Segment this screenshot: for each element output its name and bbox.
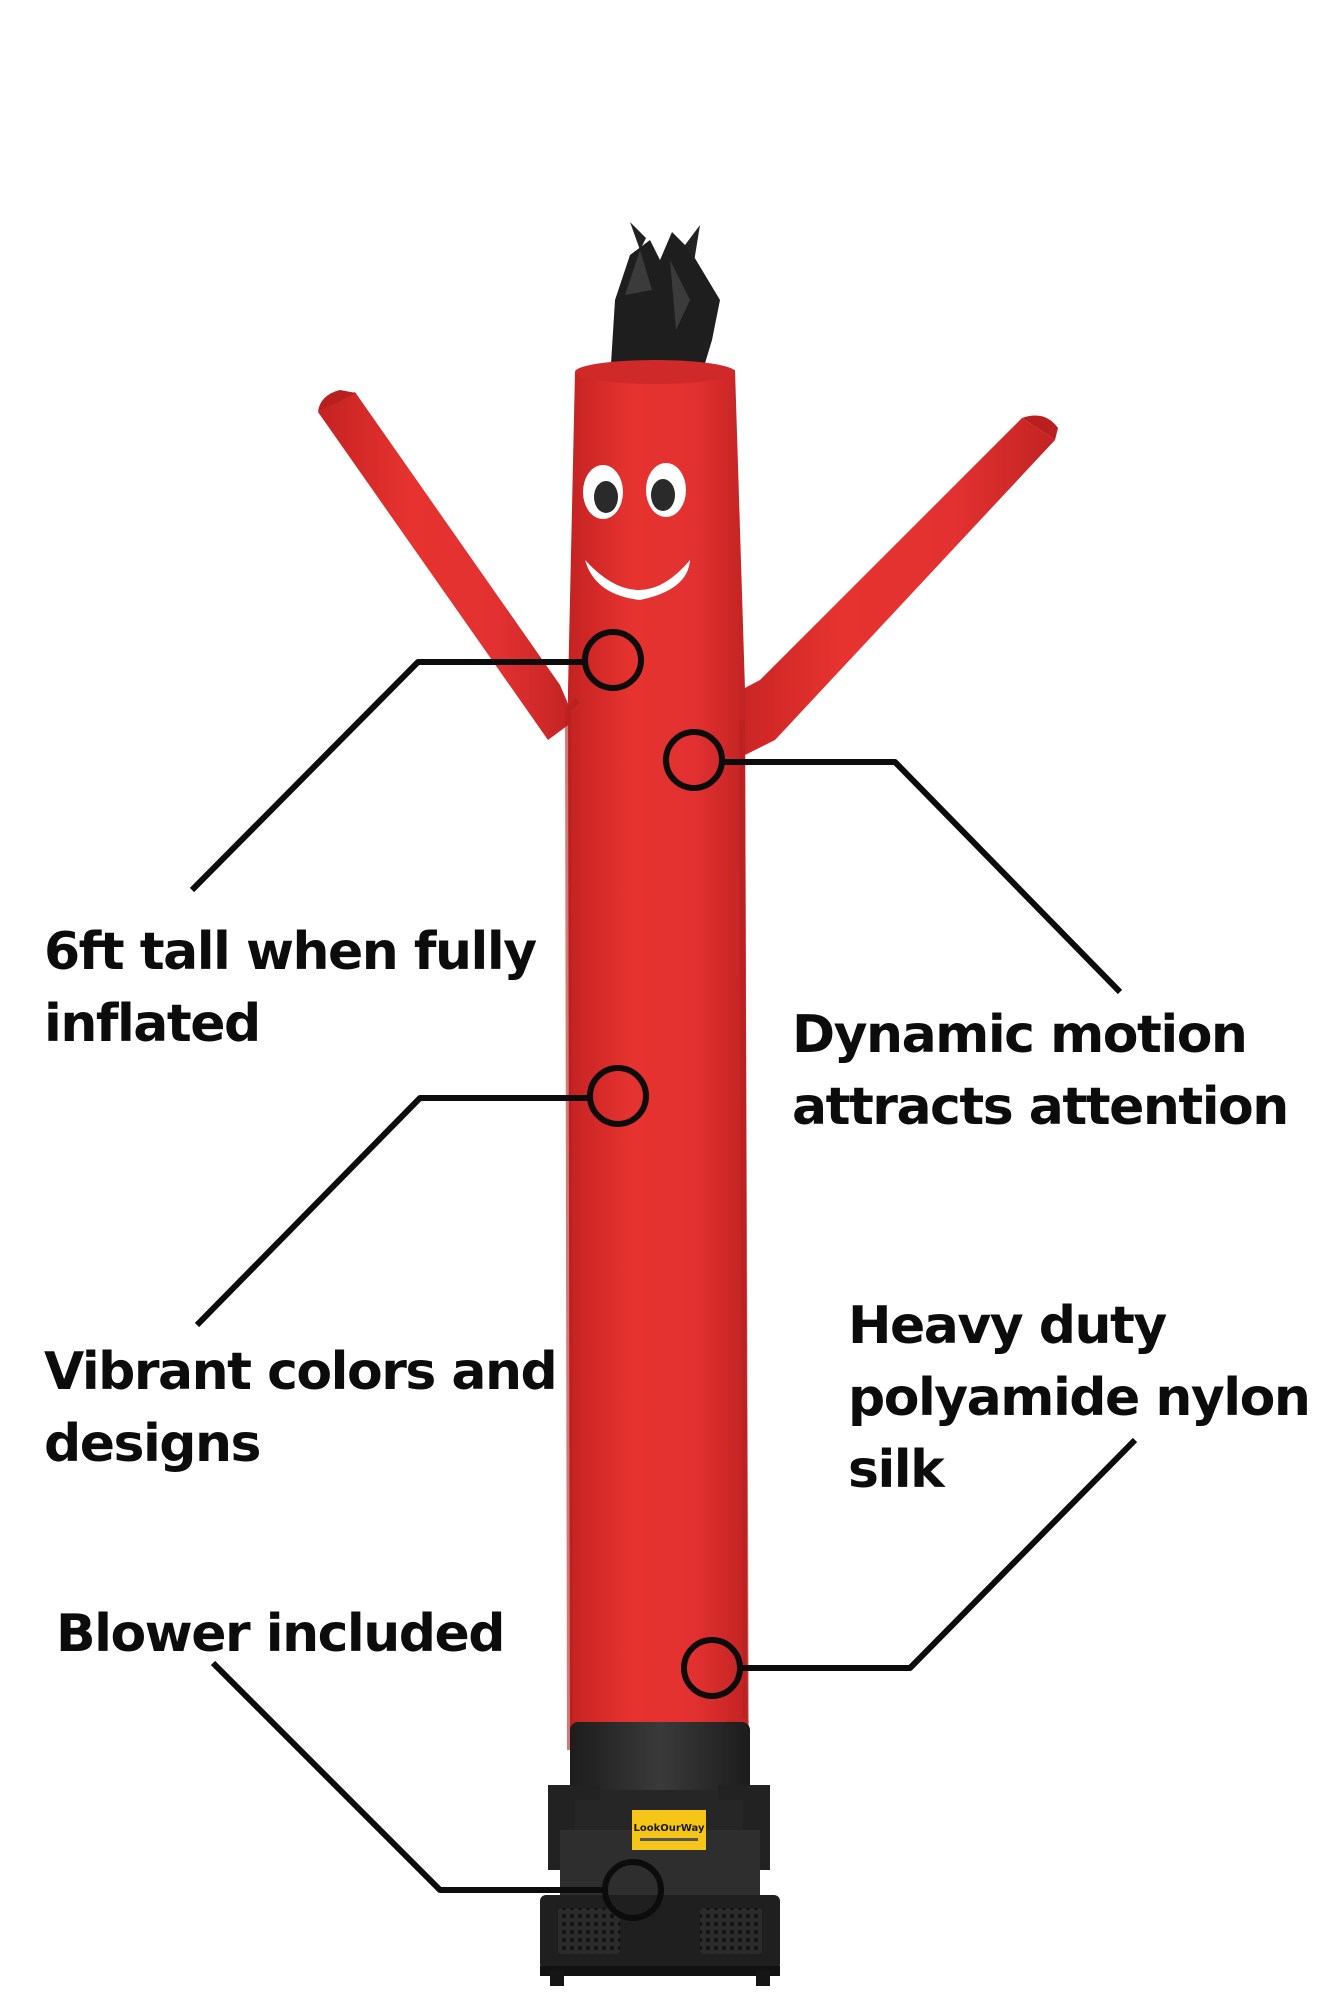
callout-line-height	[189, 659, 585, 893]
blower-fan-icon: LookOurWay	[540, 1722, 780, 1986]
callout-marker-height	[582, 629, 644, 691]
callout-lines	[189, 629, 1138, 1921]
right-arm	[722, 415, 1058, 760]
callout-label-colors: Vibrant colors and designs	[44, 1336, 558, 1480]
brand-tag	[632, 1810, 706, 1850]
callout-colors-line1: Vibrant colors and	[44, 1342, 558, 1402]
left-arm	[318, 390, 575, 740]
streamer-icon	[610, 222, 720, 380]
callout-label-material: Heavy duty polyamide nylon silk	[848, 1290, 1311, 1506]
smiley-face-icon	[583, 463, 690, 600]
callout-marker-colors	[587, 1065, 649, 1127]
callout-material-line1: Heavy duty	[848, 1296, 1167, 1356]
callout-motion-line1: Dynamic motion	[792, 1005, 1248, 1065]
callout-line-motion	[722, 759, 1123, 995]
callout-label-blower: Blower included	[56, 1598, 505, 1670]
callout-blower-line1: Blower included	[56, 1604, 505, 1664]
callout-material-line3: silk	[848, 1440, 945, 1500]
callout-line-material	[740, 1437, 1138, 1671]
callout-height-line1: 6ft tall when fully	[44, 922, 537, 982]
main-tube	[564, 360, 749, 1763]
callout-label-motion: Dynamic motion attracts attention	[792, 999, 1289, 1143]
callout-height-line2: inflated	[44, 994, 261, 1054]
brand-text: LookOurWay	[634, 1823, 705, 1834]
callout-marker-blower	[602, 1859, 664, 1921]
callout-label-height: 6ft tall when fully inflated	[44, 916, 537, 1060]
callout-marker-material	[681, 1637, 743, 1699]
callout-line-blower	[210, 1660, 605, 1893]
callout-material-line2: polyamide nylon	[848, 1368, 1311, 1428]
callout-line-colors	[194, 1095, 590, 1328]
callout-colors-line2: designs	[44, 1414, 261, 1474]
callout-motion-line2: attracts attention	[792, 1077, 1289, 1137]
callout-marker-motion	[663, 729, 725, 791]
